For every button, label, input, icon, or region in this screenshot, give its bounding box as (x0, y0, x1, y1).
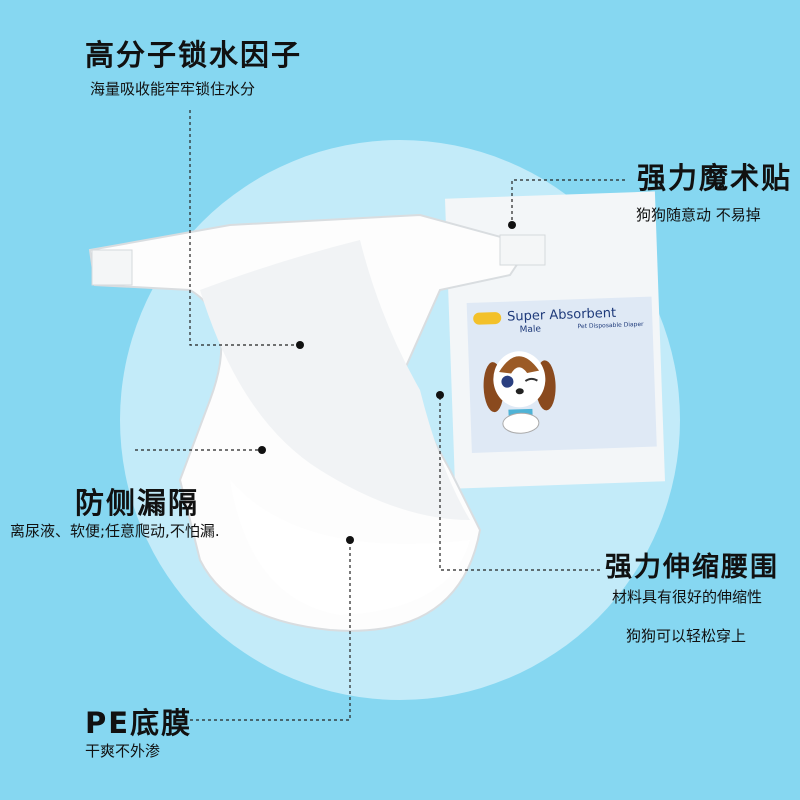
feature-desc-velcro: 狗狗随意动 不易掉 (636, 206, 761, 224)
feature-desc-leakguard: 离尿液、软便;任意爬动,不怕漏. (10, 522, 220, 540)
feature-desc-waist-2: 狗狗可以轻松穿上 (626, 627, 747, 645)
feature-desc-absorb: 海量吸收能牢牢锁住水分 (90, 80, 256, 98)
package-label: Super Absorbent Male Pet Disposable Diap… (466, 296, 657, 453)
feature-desc-waist: 材料具有很好的伸缩性 (612, 588, 763, 606)
feature-title-absorb: 高分子锁水因子 (85, 38, 303, 72)
feature-title-velcro: 强力魔术贴 (637, 161, 793, 195)
diaper (88, 213, 546, 632)
product-package: Super Absorbent Male Pet Disposable Diap… (445, 191, 665, 489)
feature-title-leakguard: 防侧漏隔 (75, 486, 200, 520)
callout-lines (135, 110, 625, 721)
callout-dots (258, 221, 516, 544)
dog-mascot-icon (483, 351, 556, 434)
feature-title-pe: PE底膜 (85, 706, 193, 740)
feature-title-waist: 强力伸缩腰围 (605, 552, 779, 583)
feature-desc-pe: 干爽不外渗 (85, 742, 161, 760)
